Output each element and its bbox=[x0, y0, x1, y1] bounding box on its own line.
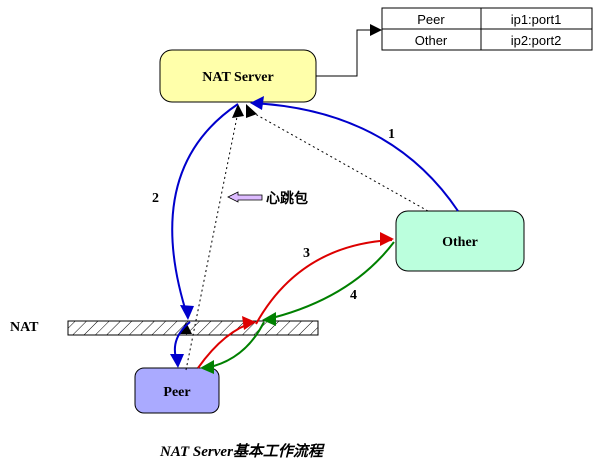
flow-3-label: 3 bbox=[303, 246, 310, 261]
table-cell-address: ip2:port2 bbox=[511, 33, 562, 48]
flow-2-label: 2 bbox=[152, 191, 159, 206]
table-cell-name: Other bbox=[415, 33, 448, 48]
nat-server-node: NAT Server bbox=[159, 49, 317, 103]
flow-3: 3 bbox=[197, 232, 394, 369]
peer-heartbeat-line bbox=[185, 111, 239, 371]
flow-1-label: 1 bbox=[388, 127, 395, 142]
mapping-table: Peer ip1:port1 Other ip2:port2 bbox=[381, 7, 593, 51]
nat-server-label: NAT Server bbox=[202, 70, 273, 85]
server-table-connector bbox=[316, 24, 382, 77]
heartbeat-lines bbox=[180, 104, 429, 371]
peer-node: Peer bbox=[134, 367, 220, 414]
peer-label: Peer bbox=[163, 385, 190, 400]
arrowhead bbox=[180, 322, 192, 334]
flow-2: 2 bbox=[152, 103, 239, 368]
flow-4: 4 bbox=[200, 241, 395, 374]
other-node: Other bbox=[395, 210, 525, 272]
heartbeat-arrow-icon bbox=[227, 191, 263, 203]
heartbeat-label: 心跳包 bbox=[266, 190, 308, 207]
table-cell-name: Peer bbox=[417, 12, 445, 27]
flow-1: 1 bbox=[250, 96, 459, 212]
arrowhead bbox=[246, 104, 257, 118]
diagram-caption: NAT Server基本工作流程 bbox=[159, 443, 325, 460]
arrowhead bbox=[232, 104, 244, 118]
heartbeat-annotation: 心跳包 bbox=[227, 190, 308, 207]
other-label: Other bbox=[442, 235, 478, 250]
flow-4-label: 4 bbox=[350, 288, 357, 303]
table-cell-address: ip1:port1 bbox=[511, 12, 562, 27]
nat-label: NAT bbox=[10, 320, 39, 335]
